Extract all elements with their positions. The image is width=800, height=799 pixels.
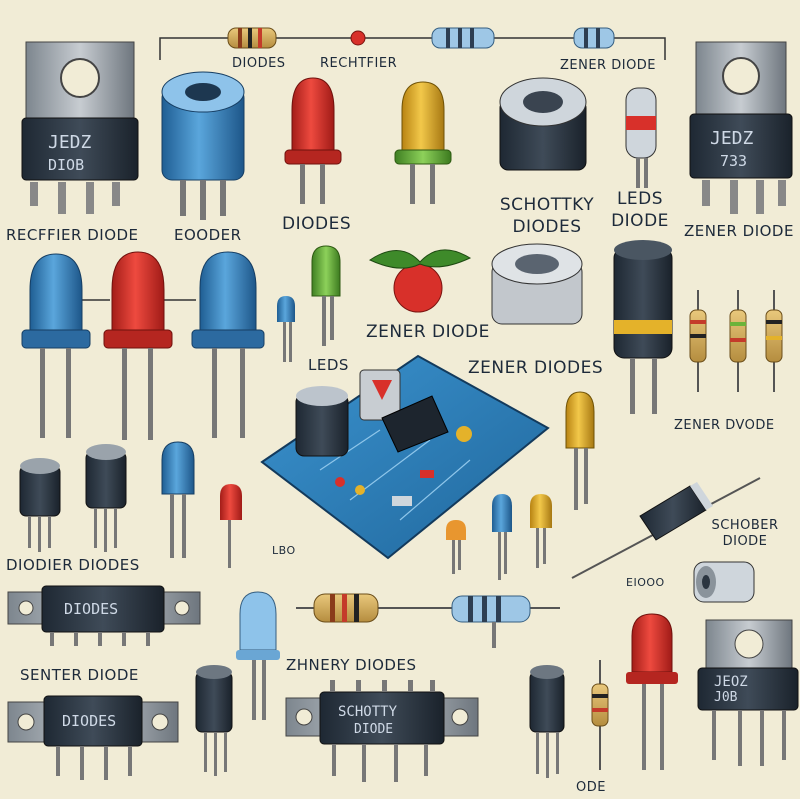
- regulator-bottom-right: [697, 619, 799, 766]
- chip-schotty-line2: DIODE: [354, 722, 394, 737]
- label-lbo: LBO: [272, 544, 296, 557]
- led-blue-left-small: [161, 441, 195, 558]
- label-zener-diode-right: ZENER DIODE: [684, 222, 794, 240]
- regulator-top-right: [689, 41, 793, 214]
- led-red-top: [284, 77, 342, 204]
- led-red-small-left: [220, 484, 242, 568]
- capacitor-grey-top: [499, 77, 587, 171]
- circuit-board: [260, 354, 550, 560]
- resistor-top-left: [227, 27, 277, 49]
- led-red-left: [103, 251, 173, 440]
- label-schottky-diodes: SCHOTTKY DIODES: [499, 195, 595, 237]
- chip-bottom-right-line2: J0B: [714, 690, 738, 705]
- dip-chip-schottky: [285, 680, 479, 782]
- resistor-vertical-bottom: [591, 660, 609, 770]
- diode-small-top: [625, 87, 657, 188]
- red-dot-led: [350, 30, 366, 46]
- led-blue-mid-left: [191, 251, 265, 438]
- resistor-bottom-long: [296, 593, 560, 648]
- label-ode-bottom: ODE: [576, 780, 606, 795]
- label-leds-center: LEDS: [308, 356, 349, 374]
- label-senter-diode: SENTER DIODE: [20, 666, 139, 684]
- label-zhnery-diodes: ZHNERY DIODES: [286, 656, 417, 674]
- label-zener-diodes-center: ZENER DIODES: [468, 358, 604, 378]
- capacitor-blue-top: [161, 71, 245, 220]
- transistor-bottom-1: [195, 665, 233, 776]
- led-red-bottom: [626, 613, 678, 770]
- label-rechtfier-top: RECHTFIER: [320, 56, 398, 71]
- led-yellow-small-right: [530, 494, 552, 568]
- top-wire-frame: [159, 37, 666, 60]
- chip-reg-right-line1: JEDZ: [710, 128, 754, 149]
- label-schober-diode: SCHOBER DIODE: [711, 518, 779, 549]
- label-zener-diode-top: ZENER DIODE: [560, 58, 657, 73]
- label-leds-diode: LEDS DIODE: [611, 189, 669, 231]
- chip-bottom-right-line1: JEOZ: [714, 674, 748, 690]
- chip-reg-right-line2: 733: [720, 152, 748, 170]
- label-rectifier-diode: RECFFIER DIODE: [6, 226, 139, 244]
- bead-component: [693, 561, 755, 603]
- transistor-left-2: [85, 444, 127, 552]
- led-blue-small-right: [492, 494, 512, 580]
- led-orange-small: [446, 520, 466, 574]
- label-zener-diode-center: ZENER DIODE: [366, 322, 490, 342]
- regulator-top-left: [21, 41, 139, 214]
- dip-chip-bottom-left: [7, 695, 179, 780]
- resistors-vertical-right: [689, 290, 783, 392]
- label-zener-dvode: ZENER DVODE: [674, 418, 775, 433]
- cherry-decoration: [368, 249, 472, 313]
- led-blue-left: [21, 253, 91, 438]
- resistor-top-right: [573, 27, 615, 49]
- led-yellow-mid: [565, 391, 595, 510]
- led-small-blue-mid: [277, 296, 295, 362]
- resistor-top-mid: [431, 27, 495, 49]
- axial-diode-right: [571, 477, 761, 579]
- dip-chip-diodes: [7, 585, 201, 646]
- label-diodes-mid: DIODES: [282, 214, 352, 234]
- transistor-bottom-2: [529, 665, 565, 778]
- label-diodier-diodes: DIODIER DIODES: [6, 556, 140, 574]
- label-eooder: EOODER: [174, 226, 242, 244]
- chip-diodes: DIODES: [64, 600, 119, 618]
- chip-reg-left-line2: DIOB: [48, 156, 85, 174]
- transistor-left-1: [19, 458, 61, 552]
- chip-schotty-line1: SCHOTTY: [338, 704, 398, 720]
- label-eiooo: EIOOO: [626, 576, 665, 589]
- label-diodes-top: DIODES: [232, 56, 286, 71]
- led-blue-bottom: [236, 591, 280, 720]
- toroid-component: [491, 243, 583, 325]
- led-small-green-mid: [311, 245, 341, 346]
- led-yellow-top: [394, 81, 452, 204]
- chip-reg-left-line1: JEDZ: [48, 132, 92, 153]
- capacitor-large-right: [613, 240, 673, 414]
- chip-bottom-left: DIODES: [62, 712, 117, 730]
